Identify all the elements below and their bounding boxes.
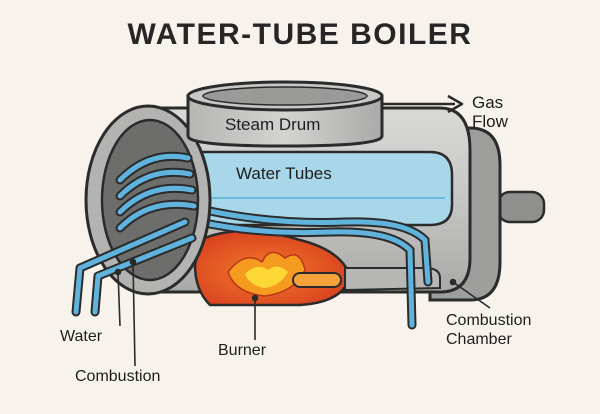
gas-flow-label-line2: Flow: [472, 112, 508, 131]
water-tubes-label: Water Tubes: [236, 164, 332, 183]
gas-flow-arrow-icon: [382, 94, 464, 114]
coiled-water-tubes: [115, 151, 199, 233]
combustion-chamber-label-line1: Combustion: [446, 312, 532, 329]
water-label: Water: [60, 328, 103, 345]
burner-label: Burner: [218, 342, 267, 359]
combustion-label: Combustion: [75, 368, 161, 385]
leader-lines: [114, 258, 491, 367]
inlet-tubes: [71, 217, 197, 317]
gas-flow-label-line1: Gas: [472, 93, 504, 112]
steam-drum-label: Steam Drum: [225, 115, 321, 134]
downcomer-tube: [197, 219, 415, 328]
burner-nozzle: [292, 272, 342, 288]
diagram-title: WATER-TUBE BOILER: [127, 18, 473, 51]
burner-flame-icon: [227, 251, 306, 297]
combustion-chamber-label-line2: Chamber: [446, 331, 512, 348]
exhaust-pipe: [496, 190, 546, 224]
